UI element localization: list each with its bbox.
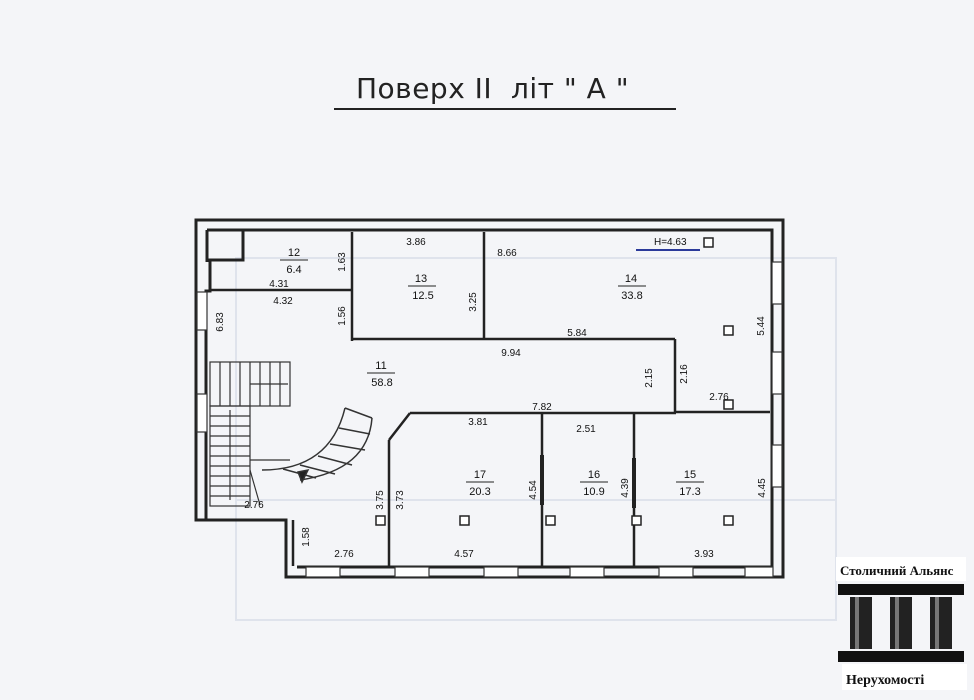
room-number: 13 bbox=[415, 273, 427, 285]
room-area: 58.8 bbox=[371, 377, 392, 389]
room-number: 15 bbox=[684, 469, 696, 481]
interior-walls bbox=[209, 232, 770, 566]
room-14-label: 14 33.8 bbox=[618, 273, 646, 302]
dimension-label: 3.93 bbox=[694, 549, 714, 560]
dimension-label: 5.44 bbox=[756, 316, 767, 336]
svg-text:Столичний Альянс: Столичний Альянс bbox=[840, 563, 954, 578]
room-number: 16 bbox=[588, 469, 600, 481]
dimension-label: 3.86 bbox=[406, 237, 426, 248]
dimension-label: 3.81 bbox=[468, 417, 488, 428]
staircase bbox=[209, 361, 291, 507]
company-logo: Столичний Альянс Нерухомості bbox=[836, 557, 967, 690]
dimension-label: 4.54 bbox=[528, 480, 539, 500]
dimension-label: 9.94 bbox=[501, 348, 521, 359]
dimension-label: 1.63 bbox=[337, 252, 348, 272]
riser-markers bbox=[375, 237, 734, 526]
dimension-label: 3.73 bbox=[395, 490, 406, 510]
room-17-label: 17 20.3 bbox=[466, 469, 494, 498]
dimension-label: 4.57 bbox=[454, 549, 474, 560]
room-number: 17 bbox=[474, 469, 486, 481]
dimension-label: 2.76 bbox=[334, 549, 354, 560]
dimension-label: 4.39 bbox=[620, 478, 631, 498]
dimension-label: 8.66 bbox=[497, 248, 517, 259]
dimension-label: 2.76 bbox=[709, 392, 729, 403]
room-16-label: 16 10.9 bbox=[580, 469, 608, 498]
svg-text:Нерухомості: Нерухомості bbox=[846, 673, 924, 688]
dimension-label: 3.75 bbox=[375, 490, 386, 510]
room-area: 12.5 bbox=[412, 290, 433, 302]
room-13-label: 13 12.5 bbox=[408, 273, 436, 302]
room-number: 14 bbox=[625, 273, 637, 285]
svg-text:H=4.63: H=4.63 bbox=[654, 237, 687, 248]
dimension-label: 6.83 bbox=[215, 312, 226, 332]
room-area: 6.4 bbox=[286, 264, 301, 276]
dimension-label: 2.16 bbox=[679, 364, 690, 384]
room-area: 17.3 bbox=[679, 486, 700, 498]
room-area: 10.9 bbox=[583, 486, 604, 498]
dimension-label: 4.45 bbox=[757, 478, 768, 498]
spiral-staircase bbox=[261, 407, 373, 484]
dimension-labels: 3.86 8.66 1.63 4.31 4.32 6.83 1.56 3.25 … bbox=[215, 237, 768, 560]
exterior-walls bbox=[194, 218, 785, 579]
title-underline bbox=[334, 108, 676, 110]
room-number: 12 bbox=[288, 247, 300, 259]
dimension-label: 4.32 bbox=[273, 296, 293, 307]
dimension-label: 2.51 bbox=[576, 424, 596, 435]
dimension-label: 3.25 bbox=[468, 292, 479, 312]
plan-title: Поверх II літ " А " bbox=[356, 72, 630, 105]
dimension-label: 1.58 bbox=[301, 527, 312, 547]
dimension-label: 2.15 bbox=[644, 368, 655, 388]
room-15-label: 15 17.3 bbox=[676, 469, 704, 498]
room-area: 33.8 bbox=[621, 290, 642, 302]
dimension-label: 7.82 bbox=[532, 402, 552, 413]
dimension-label: 4.31 bbox=[269, 279, 289, 290]
dimension-label: 2.76 bbox=[244, 500, 264, 511]
room-12-label: 126.4 bbox=[280, 247, 308, 276]
room-number: 11 bbox=[375, 360, 386, 372]
dimension-label: 1.56 bbox=[337, 306, 348, 326]
dimension-label: 5.84 bbox=[567, 328, 587, 339]
windows bbox=[196, 261, 783, 578]
ceiling-height-mark: H=4.63 bbox=[636, 237, 700, 251]
room-11-label: 11 58.8 bbox=[367, 360, 395, 389]
room-area: 20.3 bbox=[469, 486, 490, 498]
